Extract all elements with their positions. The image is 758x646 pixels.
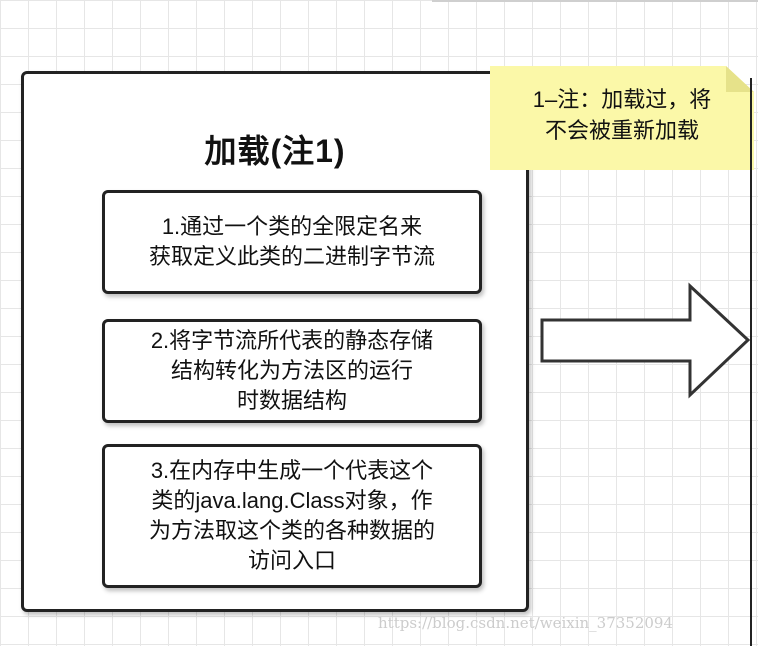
right-arrow-icon — [540, 282, 751, 399]
phase-title: 加载(注1) — [204, 133, 346, 169]
step-3-box: 3.在内存中生成一个代表这个 类的java.lang.Class对象，作 为方法… — [102, 444, 482, 588]
next-box-edge — [750, 78, 752, 646]
note-text: 1–注：加载过，将 不会被重新加载 — [532, 87, 712, 143]
step-2-box: 2.将字节流所代表的静态存储 结构转化为方法区的运行 时数据结构 — [102, 319, 482, 423]
watermark: https://blog.csdn.net/weixin_37352094 — [378, 614, 674, 632]
step-1-box: 1.通过一个类的全限定名来 获取定义此类的二进制字节流 — [102, 190, 482, 294]
note-shape — [490, 66, 754, 170]
loading-phase-box: 加载(注1) 1.通过一个类的全限定名来 获取定义此类的二进制字节流 2.将字节… — [21, 71, 529, 612]
note-fold — [726, 66, 754, 92]
top-edge-line — [432, 0, 758, 2]
sticky-note: 1–注：加载过，将 不会被重新加载 — [490, 66, 754, 170]
